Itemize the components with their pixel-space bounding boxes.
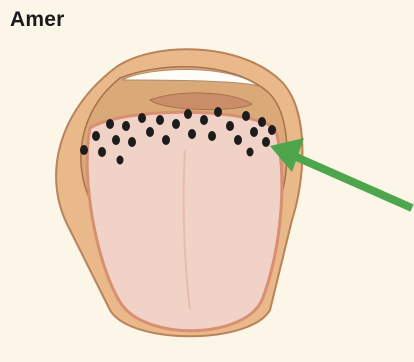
papilla-dot [106,119,114,129]
papilla-dot [172,119,180,129]
papilla-dot [200,115,208,125]
papilla-dot [138,113,146,123]
papilla-dot [250,127,258,137]
papilla-dot [247,148,254,157]
papilla-dot [162,135,170,145]
papilla-dot [268,125,276,135]
papilla-dot [146,127,154,137]
papilla-dot [92,131,100,141]
papilla-dot [112,135,120,145]
papilla-dot [226,121,234,131]
papilla-dot [242,111,250,121]
papilla-dot [208,131,216,141]
papilla-dot [234,135,242,145]
papilla-dot [122,121,130,131]
papilla-dot [98,147,106,157]
papilla-dot [156,115,164,125]
papilla-dot [128,137,136,147]
papilla-dot [262,137,270,147]
papilla-dot [214,107,222,117]
papilla-dot [258,117,266,127]
papilla-dot [184,109,192,119]
papilla-dot [117,156,124,165]
papilla-dot [188,129,196,139]
papilla-dot [80,145,88,155]
